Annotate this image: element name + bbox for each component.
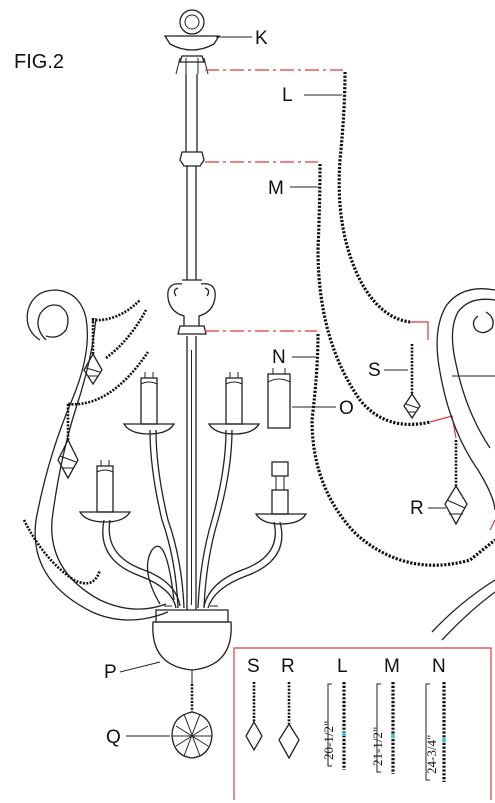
left-prism-2 <box>57 404 79 480</box>
left-scroll-arm <box>26 289 175 621</box>
bottom-crystal-ball <box>171 684 213 759</box>
inset-header-l: L <box>337 656 348 677</box>
leader-p <box>119 661 161 673</box>
callout-q: Q <box>106 727 121 748</box>
inset-chain-l <box>327 682 346 770</box>
inset-header-n: N <box>432 656 446 677</box>
left-swag-chains <box>22 299 150 585</box>
length-n: 24-3/4" <box>424 735 439 774</box>
candle-arms <box>102 429 283 609</box>
callout-k: K <box>255 28 268 49</box>
callout-r: R <box>410 498 424 519</box>
left-prism-1 <box>83 318 103 386</box>
candle-cup-2 <box>207 372 261 435</box>
inset-header-r: R <box>281 656 295 677</box>
callout-m: M <box>268 178 284 199</box>
chain-l <box>337 71 411 324</box>
link-marker-3 <box>489 519 495 531</box>
bottom-bowl <box>152 605 232 684</box>
callout-o: O <box>339 398 354 419</box>
inset-prism-r <box>278 682 300 760</box>
candle-cup-1 <box>122 372 176 435</box>
stem-tube <box>179 74 205 610</box>
inset-box <box>233 647 492 800</box>
candle-sleeve <box>267 368 291 429</box>
candle-cup-4 <box>254 461 308 525</box>
figure-title: FIG.2 <box>14 51 64 73</box>
callout-l: L <box>282 85 293 106</box>
prism-s <box>403 344 421 420</box>
length-l: 20-1/2" <box>321 721 336 760</box>
link-marker-2 <box>429 415 457 439</box>
chain-attachment-markers <box>205 69 343 332</box>
callout-n: N <box>272 347 286 368</box>
chain-n <box>310 333 495 567</box>
inset-header-s: S <box>247 656 260 677</box>
callout-s: S <box>368 360 381 381</box>
lyre-ornament <box>167 279 216 335</box>
inset-chain-m <box>376 682 395 774</box>
chain-m <box>316 163 431 426</box>
length-m: 21-1/2" <box>370 727 385 766</box>
callout-p: P <box>104 662 117 683</box>
canopy-hook <box>163 9 221 75</box>
prism-r <box>444 440 468 526</box>
link-marker-1 <box>410 321 429 340</box>
inset-chain-n <box>425 682 446 782</box>
inset-prism-s <box>245 682 263 752</box>
inset-header-m: M <box>384 656 400 677</box>
right-scroll-arm <box>431 288 495 641</box>
candle-cup-3 <box>78 460 132 523</box>
